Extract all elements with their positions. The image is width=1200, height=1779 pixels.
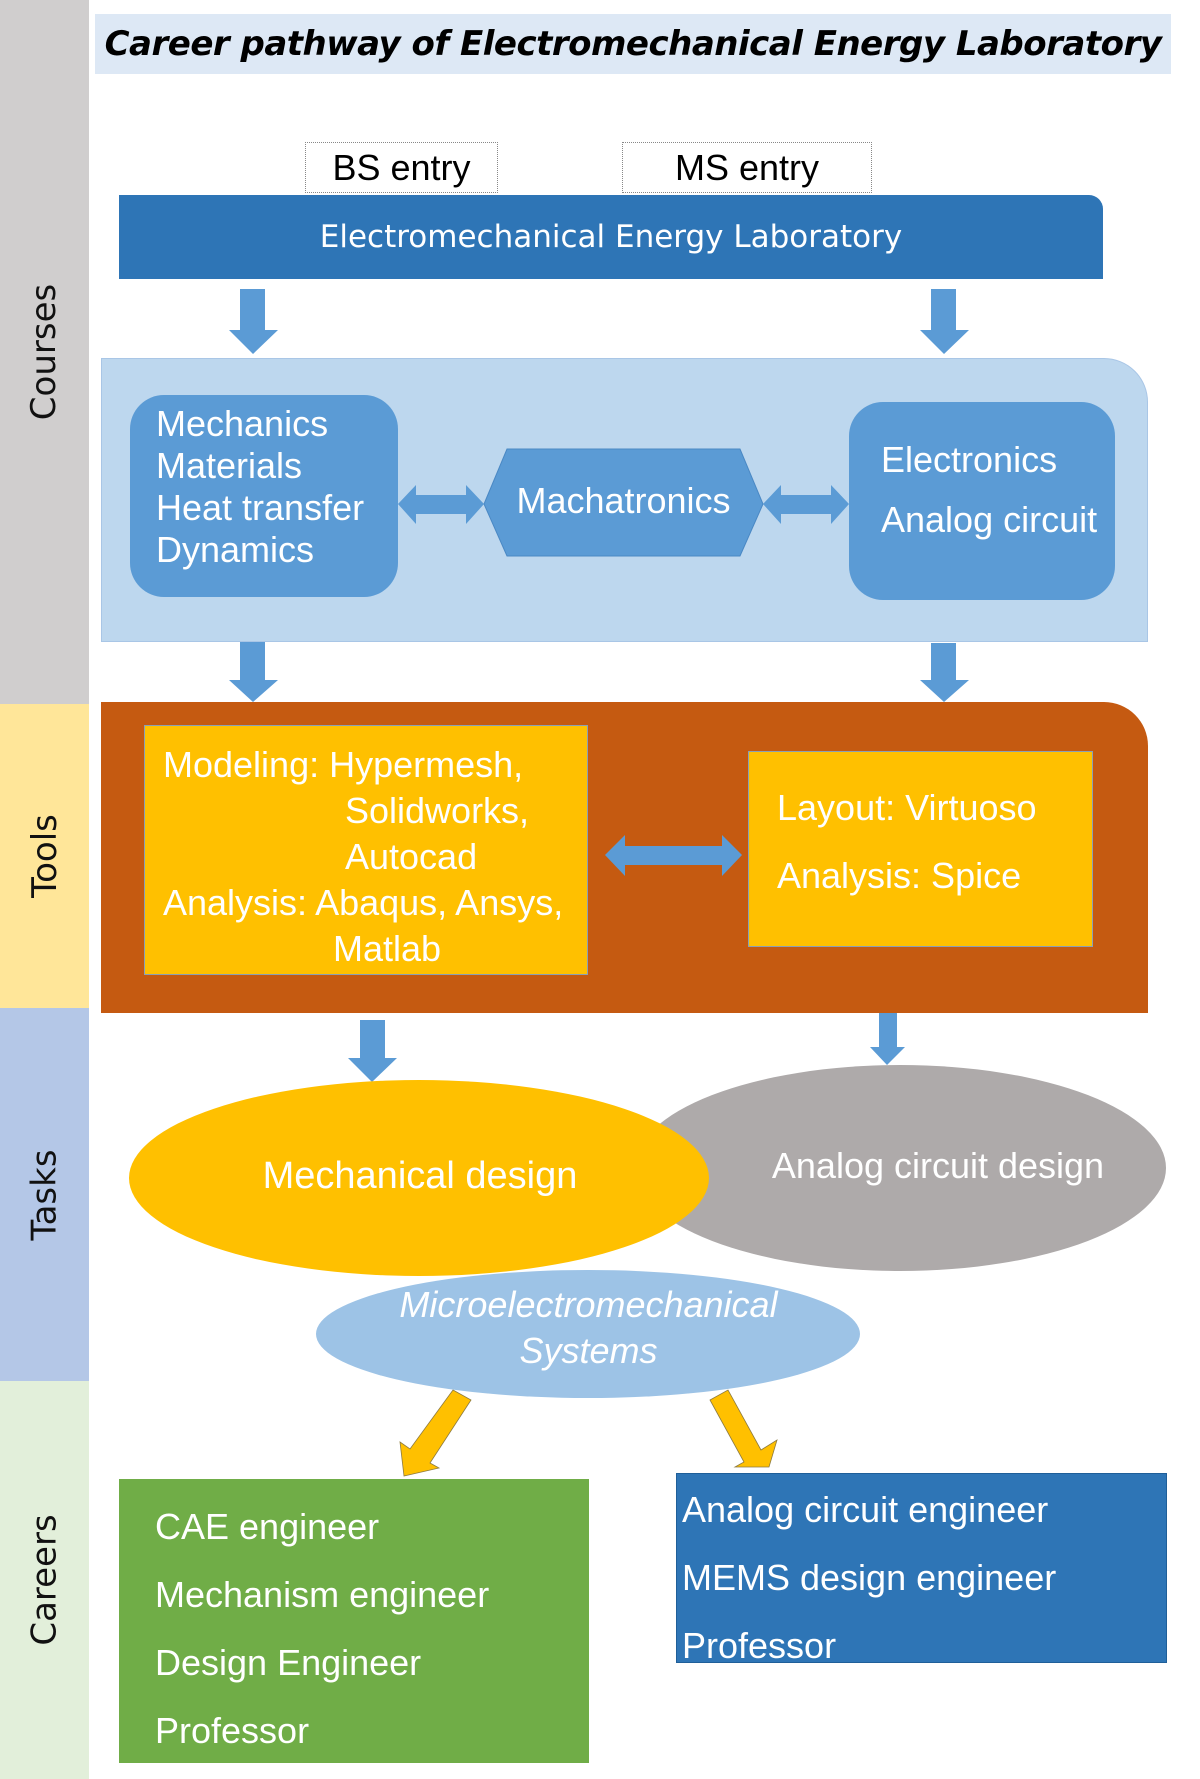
mechanical-task-label: Mechanical design [262,1155,578,1197]
course-item: Dynamics [156,529,315,570]
double-arrow-icon [398,485,484,524]
sidebar-careers: Careers [0,1381,89,1779]
lab-banner: Electromechanical Energy Laboratory [119,195,1103,279]
career-item: Analog circuit engineer [682,1489,1049,1530]
sidebar-tools: Tools [0,704,89,1008]
page-title: Career pathway of Electromechanical Ener… [95,14,1171,74]
tool-item: Analysis: Spice [777,855,1022,896]
tool-item: Analysis: Abaqus, Ansys, [163,882,564,923]
double-arrow-icon [763,485,849,524]
arrow-down-icon [229,642,278,702]
career-item: Mechanism engineer [155,1574,490,1615]
sidebar-courses: Courses [0,0,89,704]
course-item: Electronics [881,439,1058,480]
tool-item: Solidworks, [345,790,530,831]
electrical-careers-box: Analog circuit engineer MEMS design engi… [676,1473,1167,1666]
arrow-down-icon [870,1013,905,1065]
arrow-down-icon [348,1020,397,1082]
career-item: Professor [155,1710,310,1751]
double-arrow-icon [605,835,742,876]
sidebar-tasks: Tasks [0,1008,89,1381]
analog-task-ellipse [634,1065,1166,1271]
mechanical-careers-box: CAE engineer Mechanism engineer Design E… [119,1479,589,1763]
electrical-tools-box: Layout: Virtuoso Analysis: Spice [748,751,1093,947]
mechanical-tools-box: Modeling: Hypermesh, Solidworks, Autocad… [144,725,588,975]
career-item: Professor [682,1625,837,1666]
course-item: Materials [156,445,303,486]
bs-entry-label: BS entry [305,142,498,193]
arrow-down-right-icon [709,1389,778,1468]
tool-item: Layout: Virtuoso [777,787,1037,828]
arrow-down-icon [920,643,969,702]
mems-task-label: Microelectromechanical Systems [316,1282,861,1374]
ms-entry-label: MS entry [622,142,872,193]
course-item: Analog circuit [881,499,1098,540]
tool-item: Modeling: Hypermesh, [163,744,524,785]
career-item: CAE engineer [155,1506,380,1547]
course-item: Mechanics [156,403,329,444]
machatronics-label: Machatronics [516,480,731,521]
analog-task-label: Analog circuit design [771,1145,1105,1186]
mems-line: Microelectromechanical [399,1284,778,1325]
mems-line: Systems [519,1330,658,1371]
electrical-courses-box: Electronics Analog circuit [849,402,1115,600]
tool-item: Autocad [345,836,478,877]
arrow-down-icon [920,289,969,354]
career-item: MEMS design engineer [682,1557,1057,1598]
career-item: Design Engineer [155,1642,422,1683]
arrow-down-left-icon [399,1389,472,1477]
tool-item: Matlab [333,928,442,969]
mems-task-ellipse [316,1270,860,1398]
mechanical-courses-box: Mechanics Materials Heat transfer Dynami… [130,395,398,597]
mechanical-task-ellipse [129,1080,709,1276]
course-item: Heat transfer [156,487,365,528]
arrow-down-icon [229,289,278,354]
